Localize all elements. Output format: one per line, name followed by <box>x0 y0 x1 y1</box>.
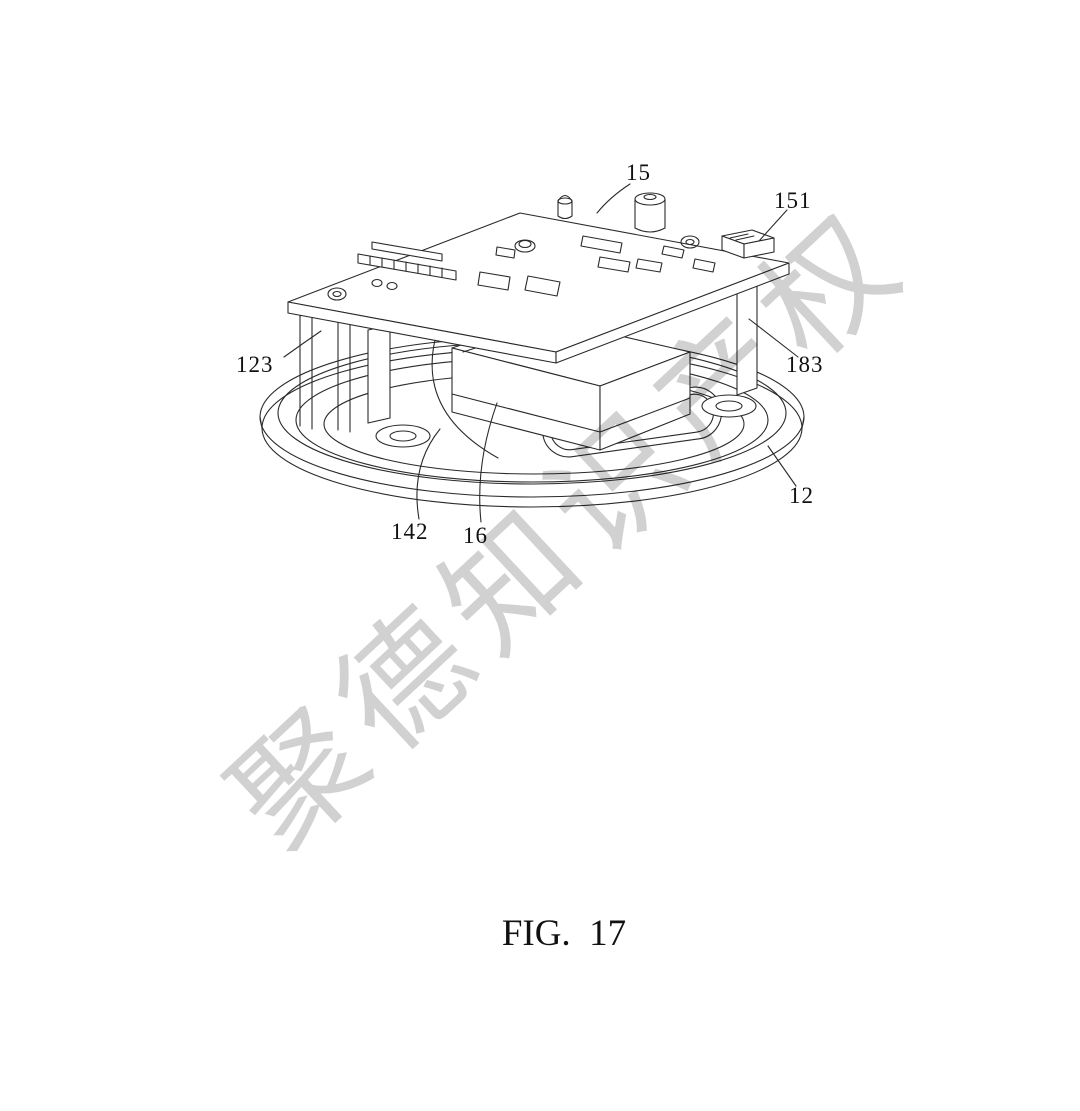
pcb-components <box>357 192 775 297</box>
ref-label-12: 12 <box>789 483 814 508</box>
ref-label-183: 183 <box>786 352 824 377</box>
screw-bosses <box>375 394 757 448</box>
ref-label-151: 151 <box>774 188 812 213</box>
figure-caption: FIG. 17 <box>501 913 627 954</box>
ref-label-142: 142 <box>391 519 429 544</box>
ref-label-16: 16 <box>463 523 488 548</box>
leader-lines <box>283 183 799 523</box>
ref-label-123: 123 <box>236 352 274 377</box>
ref-label-15: 15 <box>626 160 651 185</box>
